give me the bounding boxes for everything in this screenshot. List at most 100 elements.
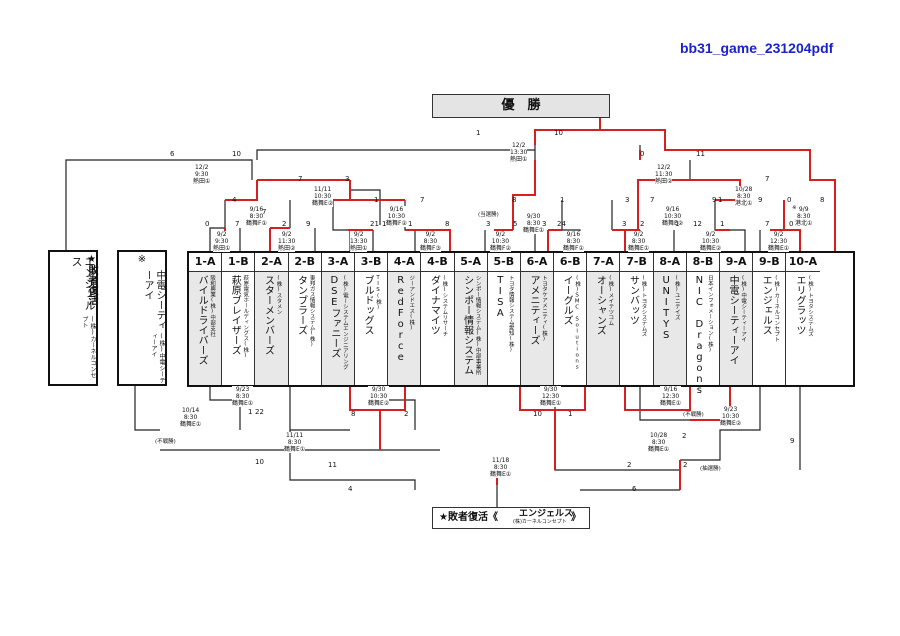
team-code: 8-A <box>653 253 686 272</box>
win-line <box>225 180 258 201</box>
win-line <box>783 200 801 251</box>
team-code: 2-B <box>288 253 321 272</box>
side-left-name: エンジェルス <box>70 256 96 311</box>
team-company: (株)トヨタシステムズ <box>640 275 647 337</box>
line <box>209 200 226 251</box>
team-name-group: バイルドライバーズ阪和興業(株)中部支社 <box>189 275 221 381</box>
schedule-q3: 12/2 11:30 熱田② <box>655 164 673 185</box>
team-company: トヨタケアメニティ(株) <box>540 275 547 342</box>
score-t7: 7 <box>298 175 303 183</box>
team-company: (株)カーネルコンセプト <box>773 275 780 342</box>
team-company: 日本インフォメーション(株) <box>706 275 713 353</box>
score-u8: 8 <box>445 220 450 228</box>
score-u10: 5 <box>513 220 518 228</box>
score-u12: 24 <box>557 220 566 228</box>
team-name-group: サンバッツ(株)トヨタシステムズ <box>620 275 652 381</box>
team-name-group: オーシャンズ(株)メイテツコム <box>587 275 619 381</box>
team-code: 7-B <box>620 253 653 272</box>
score-t4: 10 <box>232 150 241 158</box>
team-code: 5-B <box>487 253 520 272</box>
score-t14: 7 <box>262 208 267 216</box>
score-u17: 12 <box>693 220 702 228</box>
team-name: ダイナマイツ <box>428 275 440 335</box>
score-v10: 11 <box>328 461 337 469</box>
team-name: オーシャンズ <box>594 275 606 335</box>
schedule-a3: 9/2 13:30 熱田① <box>350 231 368 252</box>
schedule-c1: 10/14 8:30 鶴舞E① <box>180 407 202 428</box>
team-name-group: 萩原ブレイザーズ萩原電気ホールディングス(株) <box>222 275 254 381</box>
team-name: エリグラッツ <box>793 275 805 335</box>
team-name: バイルドライバーズ <box>196 275 208 365</box>
score-v5: 10 <box>533 410 542 418</box>
score-t20: 0 <box>787 196 792 204</box>
schedule-b2: 9/30 10:30 鶴舞E② <box>368 386 390 407</box>
schedule-q4: 10/28 8:30 港北① <box>735 186 753 207</box>
team-company: (株)SMC Solutions <box>574 275 581 371</box>
side-team-left: エンジェルス (株)カーネルコンセプト <box>48 250 98 386</box>
team-code: 9-A <box>720 253 753 272</box>
score-u7: 1 <box>408 220 413 228</box>
revival-winner-box: ★敗者復活《 エンジェルス (株)カーネルコンセプト 》 <box>432 507 590 529</box>
score-u6: 1 <box>382 220 387 228</box>
schedule-r3: 9/16 10:30 鶴舞E② <box>662 206 684 227</box>
schedule-a6: 9/16 8:30 鶴舞F① <box>563 231 584 252</box>
winner-lines <box>224 116 836 490</box>
team-company: (株)中電シーティーアイ <box>740 275 747 342</box>
team-name-group: UNITYS(株)ユニテイズ <box>654 275 686 381</box>
team-1-a: 1-A バイルドライバーズ阪和興業(株)中部支社 <box>189 253 223 385</box>
win-line <box>512 160 536 230</box>
score-u13: 3 <box>622 220 627 228</box>
score-t11: 1 <box>718 196 723 204</box>
team-code: 10-A <box>786 253 820 272</box>
team-company: ジーアンドエス(株) <box>408 275 415 331</box>
score-t21: 8 <box>820 196 825 204</box>
team-code: 3-A <box>321 253 354 272</box>
schedule-b1: 9/23 8:30 鶴舞E① <box>232 386 254 407</box>
team-company: (株)スタメン <box>275 275 282 315</box>
team-name: DSEファニーズ <box>328 275 340 358</box>
team-name-group: シンポー情報システムシンポー情報システム(株)中部事業所 <box>455 275 487 381</box>
score-u15: 1 <box>675 220 680 228</box>
revival-sub: (株)カーネルコンセプト <box>513 519 567 525</box>
team-company: (株)電ーシステムエンジニアリング <box>341 275 348 370</box>
score-u2: 7 <box>235 220 240 228</box>
score-v3: 8 <box>351 410 356 418</box>
team-company: (株)トヨタシステムズ <box>806 275 813 337</box>
team-name: RedForce <box>395 275 407 363</box>
schedule-a7: 9/2 8:30 鶴舞E① <box>628 231 650 252</box>
note-n1: (当選勝) <box>478 212 499 218</box>
team-name: タンブラーズ <box>295 275 307 335</box>
score-u4: 9 <box>306 220 311 228</box>
team-company: トヨタ情報システム愛知(株) <box>507 275 514 353</box>
side-mid-name-group: 中電シーティーアイ (株)中電シーティーアイ <box>119 270 165 384</box>
score-t5: 0 <box>640 150 645 158</box>
team-code: 4-B <box>421 253 454 272</box>
team-code: 9-B <box>753 253 786 272</box>
team-code: 6-A <box>520 253 554 272</box>
team-name-group: DSEファニーズ(株)電ーシステムエンジニアリング <box>322 275 354 381</box>
note-n4: (不戦勝) <box>683 412 704 418</box>
score-v7: 2 <box>682 432 687 440</box>
win-line <box>349 383 406 411</box>
team-code: 1-A <box>189 253 222 272</box>
schedule-r1: 9/16 8:30 鶴舞F① <box>246 206 267 227</box>
score-t12: 9 <box>758 196 763 204</box>
score-v1: 1 <box>248 408 253 416</box>
team-name-group: イーグルズ(株)SMC Solutions <box>554 275 586 381</box>
win-line <box>637 179 690 200</box>
schedule-a8: 9/2 10:30 鶴舞E② <box>700 231 722 252</box>
team-7-b: 7-B サンバッツ(株)トヨタシステムズ <box>620 253 654 385</box>
line <box>256 149 535 160</box>
team-name-group: スターメンバーズ(株)スタメン <box>255 275 287 381</box>
score-t15: 1 <box>374 196 379 204</box>
team-name: サンバッツ <box>627 275 639 325</box>
side-mid-name: 中電シーティーアイ <box>142 270 165 330</box>
side-left-sub: (株)カーネルコンセプト <box>81 316 96 379</box>
schedule-b5: 9/23 10:30 鶴舞E② <box>720 406 742 427</box>
